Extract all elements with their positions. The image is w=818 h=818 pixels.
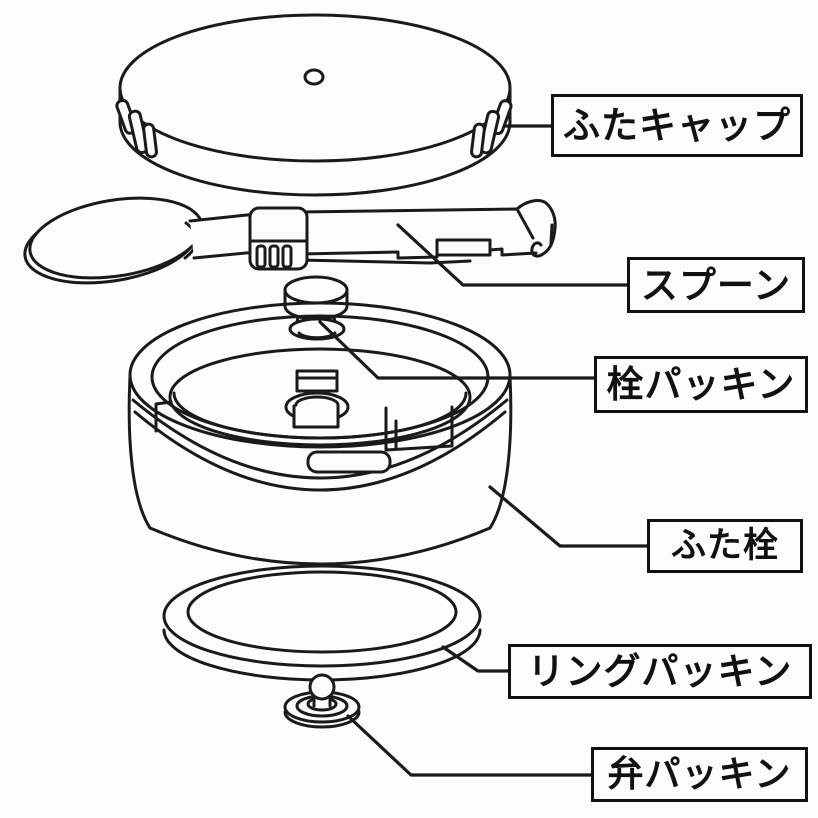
lid-vent-hole (303, 68, 325, 86)
valve-gasket-part (283, 673, 361, 729)
leader-valve-gasket (346, 714, 594, 777)
leader-lines (318, 124, 650, 777)
lid-cap-part (115, 13, 513, 197)
label-valve-gasket-text: 弁パッキン (607, 753, 792, 795)
label-lid-cap-text: ふたキャップ (563, 104, 791, 147)
rim-skirt-edges (131, 398, 509, 492)
spoon-handle-bottom-edge (298, 250, 439, 260)
label-plug-gasket: 栓パッキン (594, 356, 808, 413)
label-lid-plug: ふた栓 (647, 519, 803, 573)
label-lid-plug-text: ふた栓 (670, 525, 779, 566)
lid-grip-ribs-right (470, 99, 513, 159)
label-spoon: スプーン (627, 257, 805, 313)
leader-plug-gasket (318, 320, 597, 380)
lid-plug-part (127, 301, 513, 566)
spoon-part (23, 196, 557, 285)
leader-lid-plug (488, 485, 650, 548)
label-plug-gasket-text: 栓パッキン (606, 363, 796, 406)
bayonet-slot-front (306, 450, 392, 474)
label-lid-cap: ふたキャップ (551, 94, 803, 157)
valve-ball (308, 673, 336, 701)
center-tab (295, 369, 339, 393)
bayonet-slot-right (384, 405, 454, 452)
label-spoon-text: スプーン (640, 263, 792, 307)
plug-gasket-part (283, 275, 349, 341)
leader-ring-gasket (441, 645, 511, 673)
lid-grip-ribs-left (115, 98, 158, 159)
label-valve-gasket: 弁パッキン (591, 747, 808, 802)
bayonet-notch-left (154, 400, 173, 433)
spoon-handle-clip (435, 238, 492, 257)
ring-gasket-part (162, 564, 482, 682)
label-ring-gasket-text: リングパッキン (527, 650, 793, 693)
label-ring-gasket: リングパッキン (508, 644, 812, 699)
leader-spoon (396, 223, 630, 287)
